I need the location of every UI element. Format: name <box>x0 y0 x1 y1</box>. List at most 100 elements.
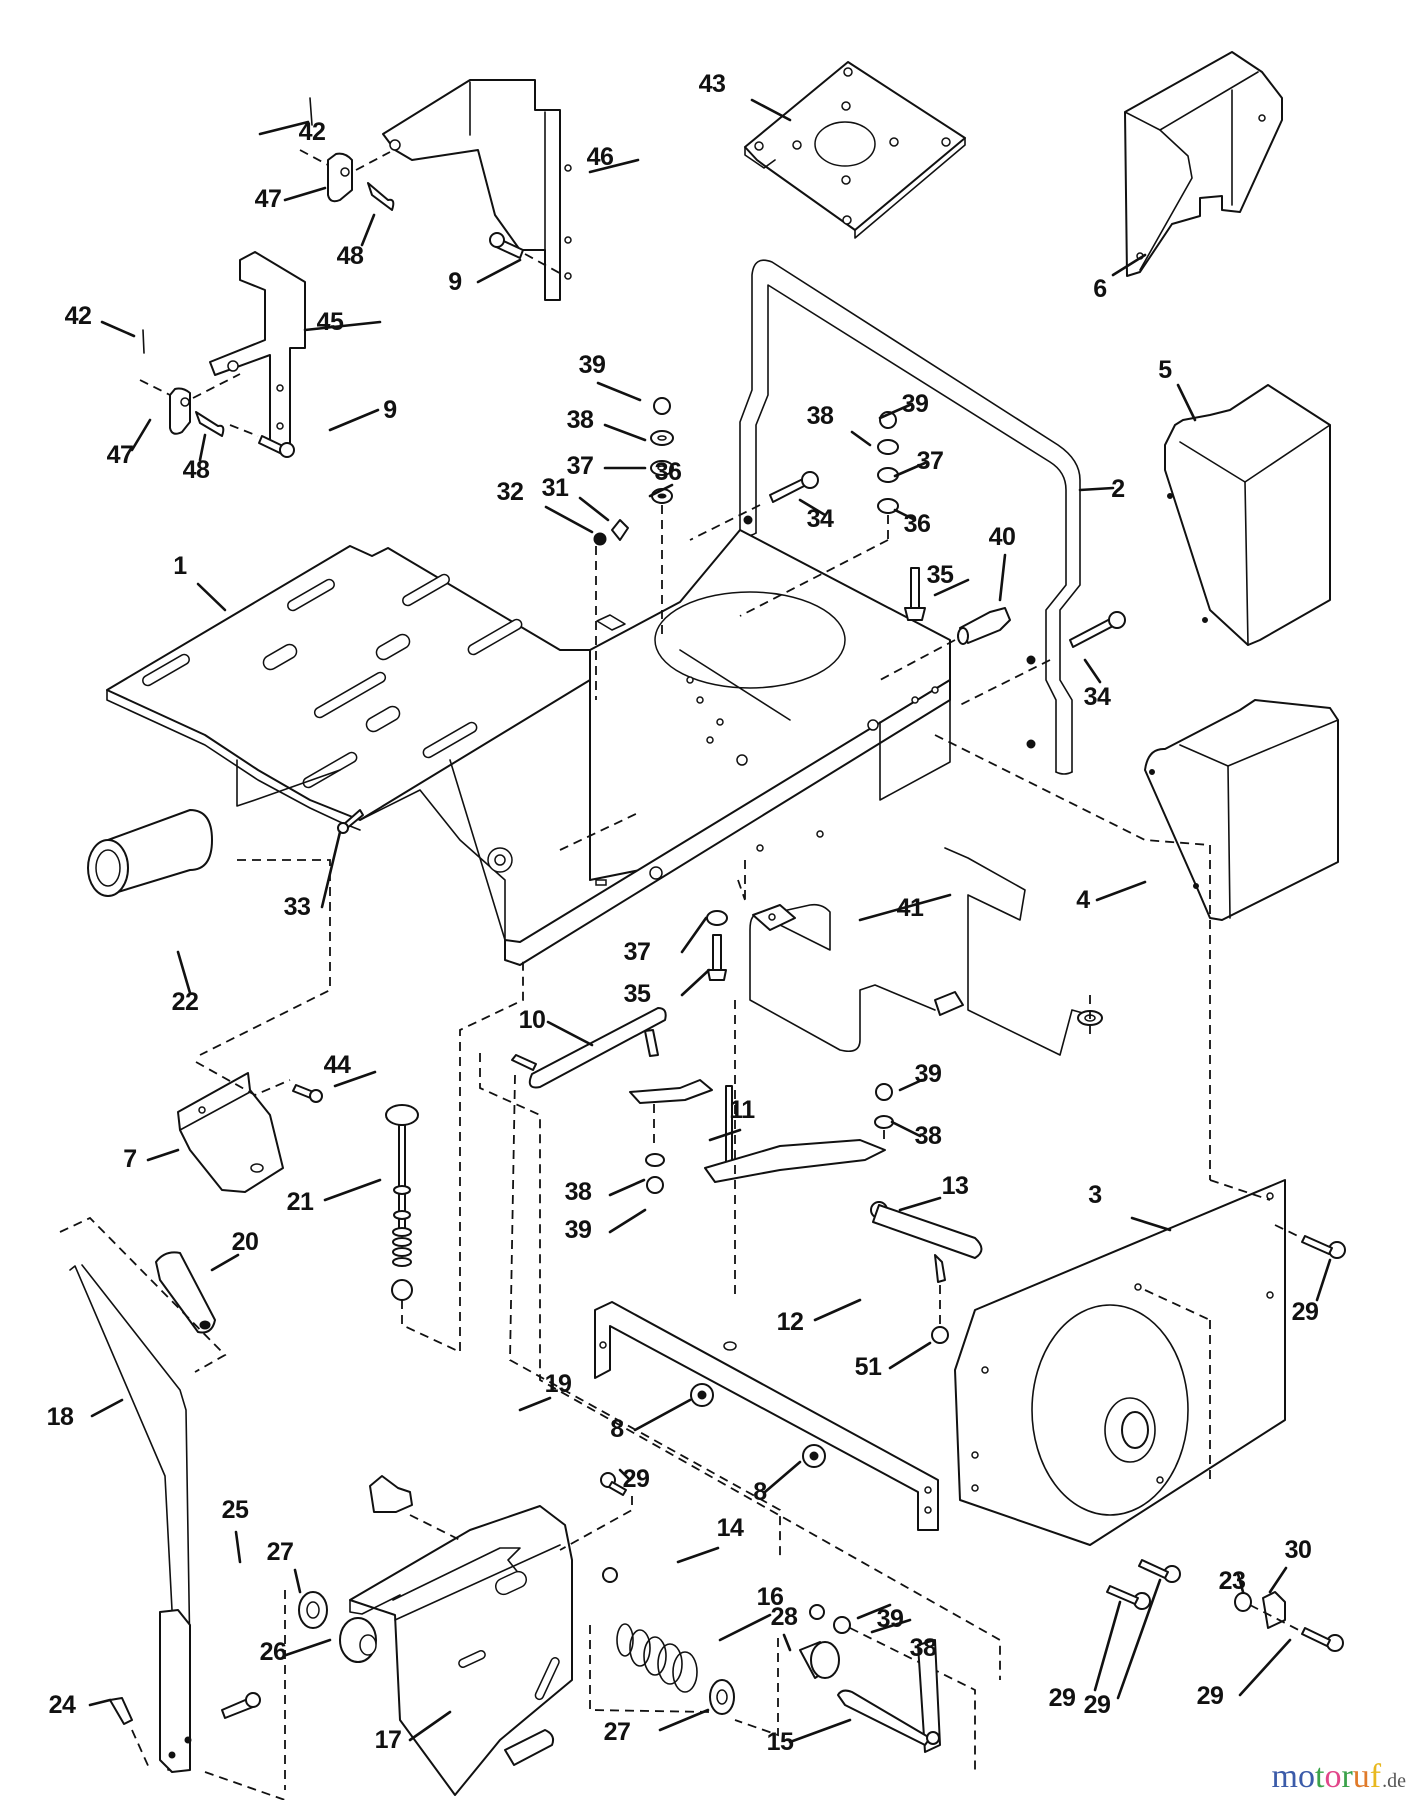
part-3-side-plate <box>954 1179 1286 1546</box>
part-4-lower-cover <box>1144 699 1339 921</box>
callout-clevis: 47 <box>107 441 134 469</box>
callout-clip: 19 <box>545 1370 572 1398</box>
part-38-39-lower <box>809 1604 976 1775</box>
leader-line-11 <box>708 1128 742 1142</box>
part-22-sleeve <box>87 809 213 897</box>
callout-washer: 37 <box>917 447 944 475</box>
part-15-pivot-bracket <box>837 1639 941 1753</box>
callout-nut: 14 <box>717 1514 744 1542</box>
callout-bolt: 34 <box>1084 683 1111 711</box>
part-40-fitting <box>879 607 1011 681</box>
callout-washer: 37 <box>567 452 594 480</box>
leader-line-38 <box>890 1120 922 1138</box>
callout-washer: 37 <box>624 938 651 966</box>
part-10-shaft <box>511 1007 667 1089</box>
callout-lock-washer: 38 <box>807 402 834 430</box>
callout-bolt: 34 <box>807 505 834 533</box>
leader-line-35 <box>933 578 970 597</box>
callout-spring: 16 <box>757 1583 784 1611</box>
part-27-washer-right <box>709 1679 735 1715</box>
part-21-cable-rod <box>385 960 524 1354</box>
part-41-wire-rod <box>744 847 1103 1056</box>
part-6-belt-cover <box>1124 51 1283 277</box>
callout-grommet: 32 <box>497 478 524 506</box>
part-45-bracket <box>209 251 306 448</box>
callout-nut: 51 <box>855 1353 882 1381</box>
watermark-tld: .de <box>1382 1770 1406 1792</box>
leader-line-17 <box>408 1710 452 1742</box>
callout-screw: 9 <box>448 268 461 296</box>
callout-nut: 8 <box>610 1415 624 1443</box>
leader-line-29 <box>1238 1638 1292 1697</box>
part-31-32-wingnut-grommet <box>593 519 629 700</box>
leader-line-6 <box>1111 253 1147 277</box>
leader-line-15 <box>788 1718 852 1744</box>
part-14-nut <box>602 1567 618 1583</box>
callout-mounting-plate: 43 <box>699 70 726 98</box>
part-24-cotter-pin <box>109 1697 151 1771</box>
leader-line-4 <box>1095 880 1147 902</box>
leader-line-44 <box>333 1070 377 1088</box>
callout-washer: 23 <box>1219 1567 1246 1595</box>
callout-frame-deck-plate: 1 <box>173 552 187 580</box>
callout-grip: 20 <box>232 1228 259 1256</box>
part-25-pin <box>204 1692 286 1800</box>
leader-line-31 <box>578 496 610 522</box>
leader-line-14 <box>676 1546 720 1564</box>
part-19-clip <box>369 1475 461 1541</box>
leader-line-20 <box>210 1253 240 1272</box>
leader-line-39 <box>898 1078 924 1092</box>
part-12-cross-bar <box>594 1301 939 1531</box>
callout-lock-washer: 38 <box>565 1178 592 1206</box>
leader-line-47 <box>283 186 327 202</box>
leader-line-29 <box>1116 1578 1162 1700</box>
leader-line-8 <box>633 1398 692 1432</box>
callout-handle-bar: 2 <box>1111 475 1124 503</box>
callout-screw: 29 <box>1197 1682 1224 1710</box>
watermark-letter: u <box>1352 1758 1370 1795</box>
callout-screw: 33 <box>284 893 311 921</box>
leader-line-8 <box>763 1460 802 1494</box>
callout-screw: 9 <box>383 396 396 424</box>
callout-cable-clamp: 30 <box>1285 1536 1312 1564</box>
leader-line-10 <box>546 1020 594 1047</box>
part-27-washer-left <box>298 1591 328 1629</box>
part-34-bolt-left <box>689 471 819 541</box>
callout-screw: 29 <box>1292 1298 1319 1326</box>
callout-grommet: 36 <box>904 510 931 538</box>
callout-fitting: 40 <box>989 523 1016 551</box>
part-38-39-midleft <box>645 1153 665 1194</box>
leader-line-37 <box>893 461 927 478</box>
part-16-spring <box>589 1623 711 1713</box>
callout-link-arm: 11 <box>729 1096 755 1124</box>
leader-line-21 <box>323 1178 382 1202</box>
callout-nut: 39 <box>565 1216 592 1244</box>
leader-line-47 <box>130 418 152 452</box>
part-13-rod-end <box>870 1201 983 1325</box>
leader-line-13 <box>898 1196 942 1212</box>
watermark-letter: o <box>1298 1758 1315 1795</box>
part-29-screws-right <box>1106 1224 1346 1652</box>
callout-screw: 29 <box>1084 1691 1111 1719</box>
leader-line-39 <box>608 1208 647 1234</box>
leader-line-32 <box>544 505 594 534</box>
leader-line-23 <box>1236 1572 1245 1594</box>
assembly-guide-lines <box>199 734 1271 1680</box>
leader-line-12 <box>813 1298 862 1322</box>
part-9-screw-lower <box>229 424 295 458</box>
watermark-letter: f <box>1369 1758 1382 1795</box>
callout-shaft: 10 <box>519 1006 546 1034</box>
leader-line-9 <box>328 408 380 432</box>
leader-line-29 <box>1093 1600 1122 1692</box>
part-51-nut <box>931 1326 949 1344</box>
leader-line-29 <box>618 1468 632 1482</box>
leader-line-43 <box>750 98 792 122</box>
leader-line-9 <box>476 258 522 284</box>
callout-pivot-bracket: 15 <box>767 1728 794 1756</box>
callout-bracket: 45 <box>317 308 344 336</box>
callout-pin: 25 <box>222 1496 249 1524</box>
callout-cotter-pin: 42 <box>65 302 92 330</box>
leader-line-30 <box>1268 1566 1288 1594</box>
part-7-bracket <box>177 1072 284 1193</box>
